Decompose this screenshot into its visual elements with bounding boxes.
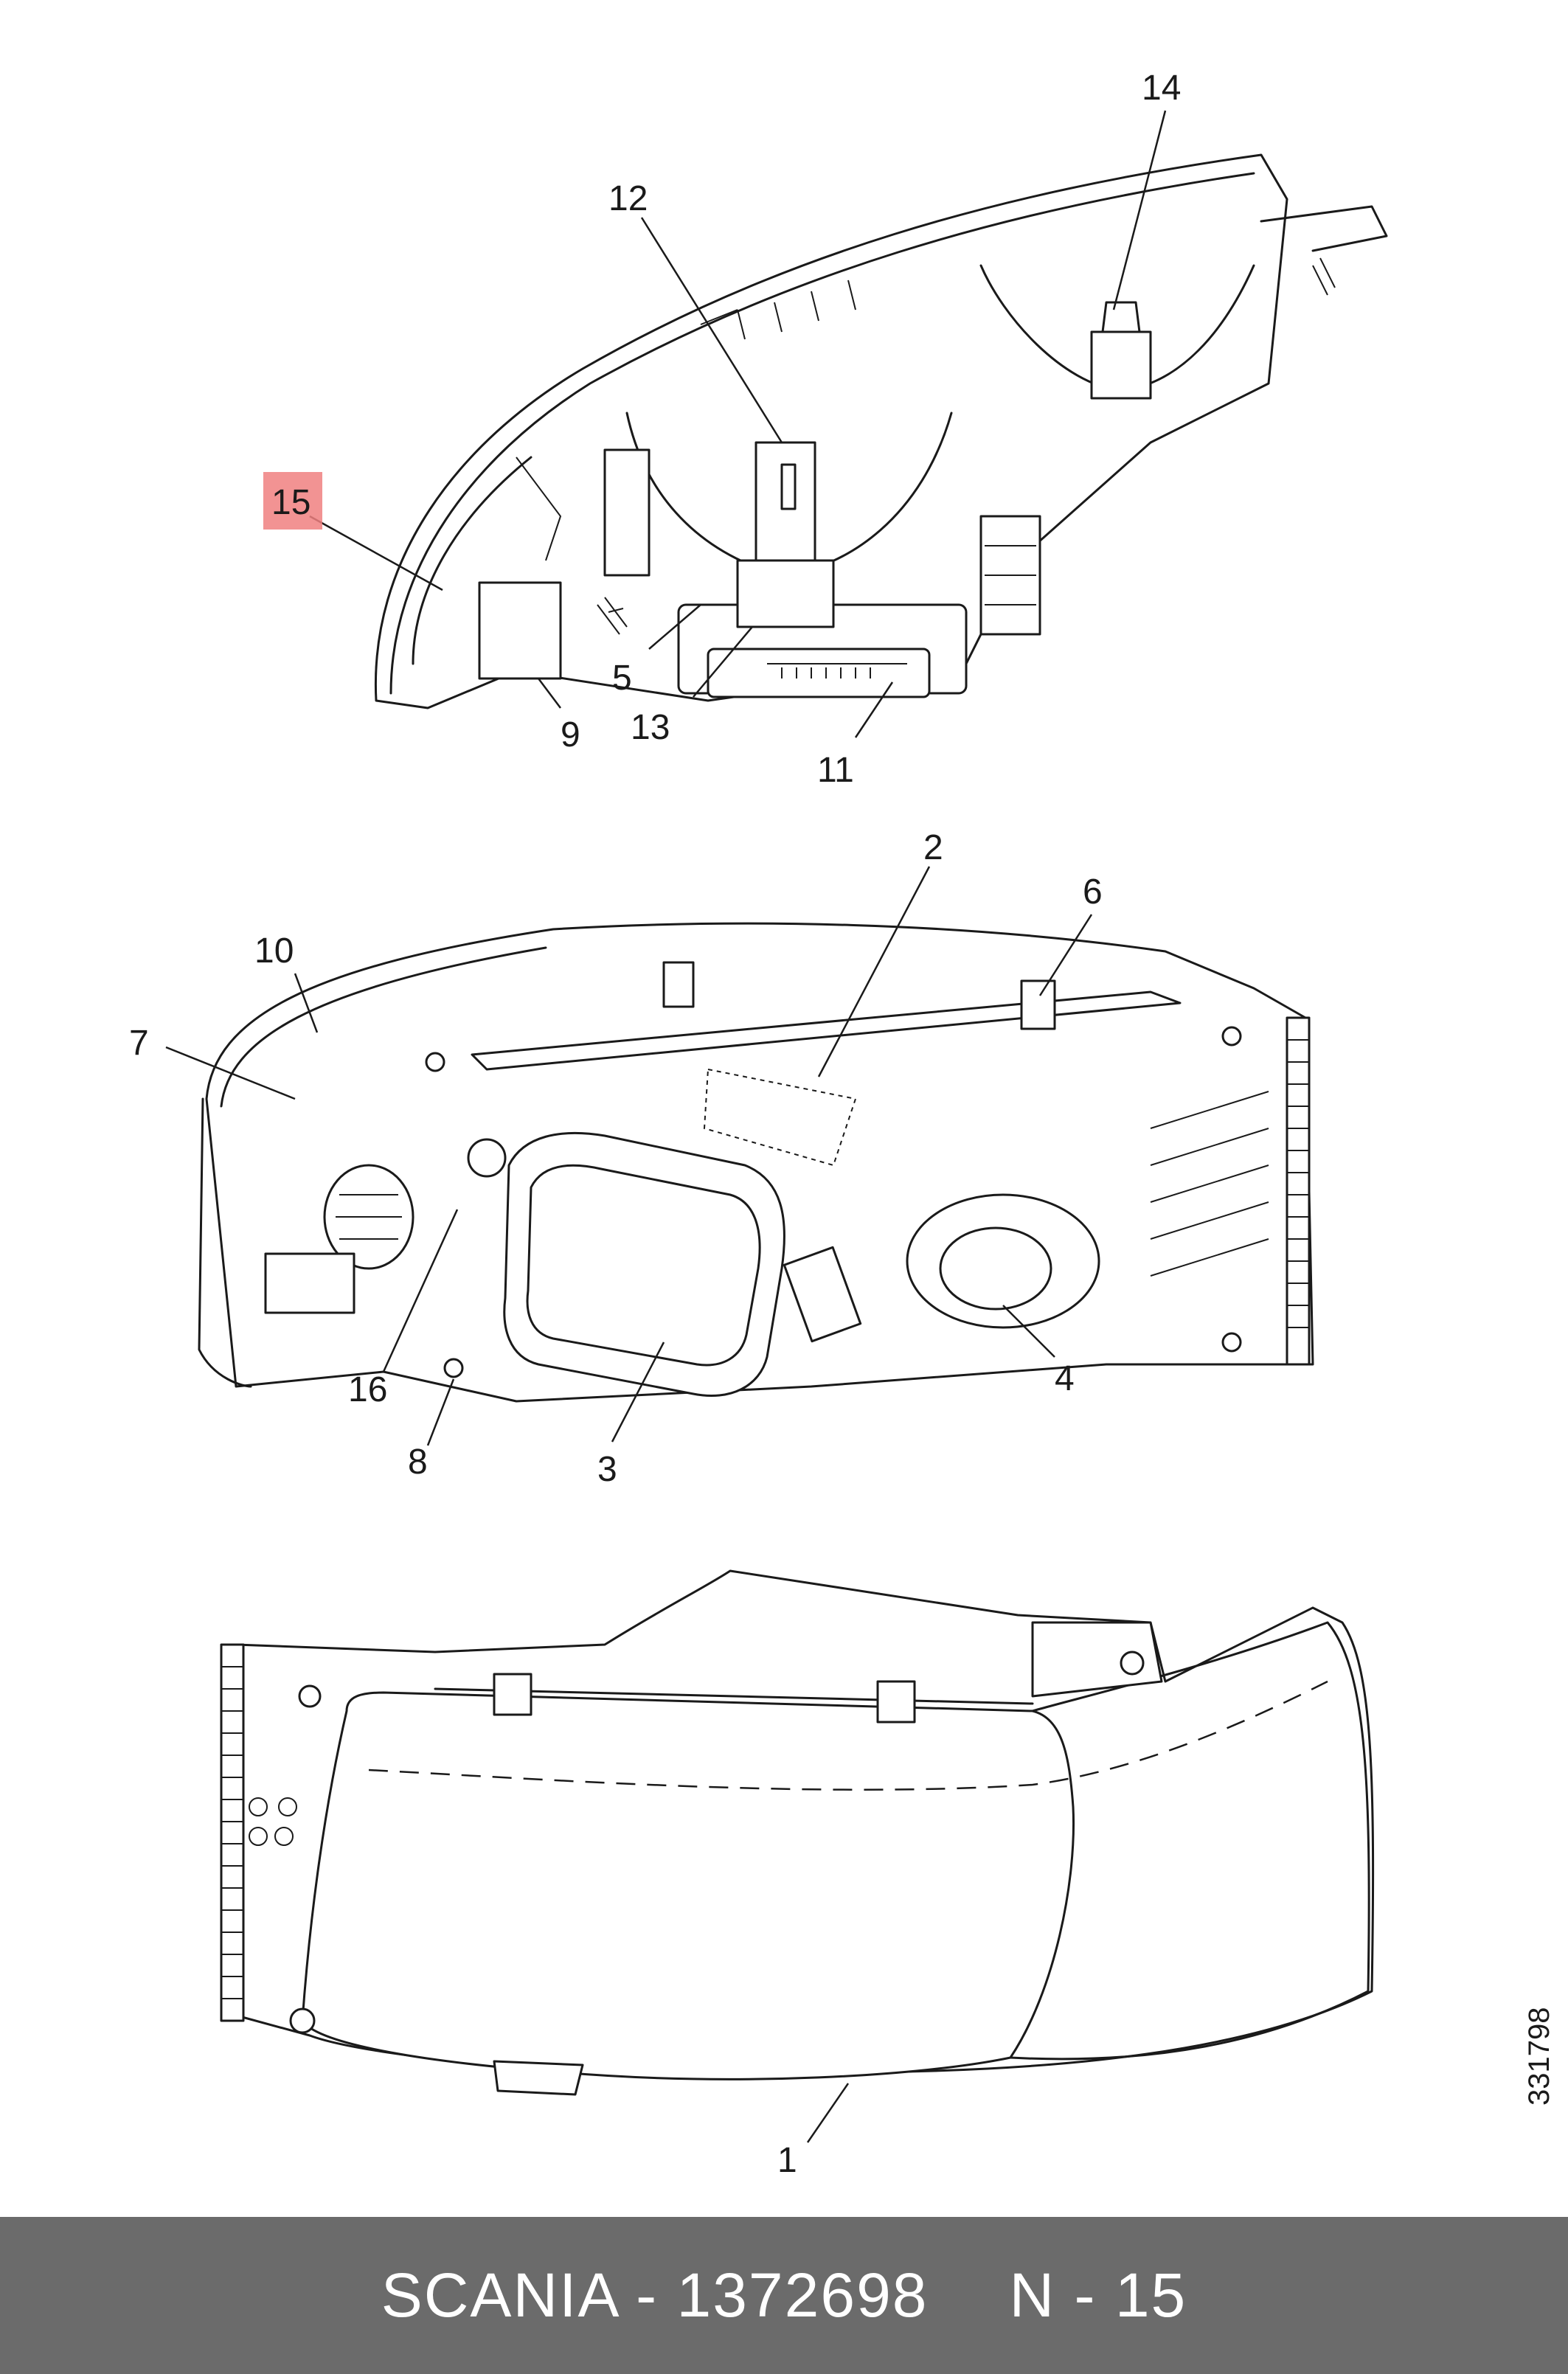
headlamp-top-view	[374, 153, 1388, 709]
callout-4: 4	[1055, 1359, 1075, 1398]
callout-2: 2	[923, 828, 943, 867]
headlamp-front-view	[220, 1569, 1375, 2096]
drawing-id: 331798	[1523, 2007, 1555, 2106]
callout-6: 6	[1083, 872, 1103, 912]
callout-16: 16	[348, 1370, 387, 1409]
callout-15: 15	[271, 483, 311, 522]
callout-13: 13	[631, 708, 670, 747]
highlighted-callout-box	[263, 472, 322, 530]
position-label: N - 15	[1009, 2260, 1187, 2330]
callout-8: 8	[408, 1443, 428, 1482]
callout-11: 11	[817, 751, 854, 790]
callout-3: 3	[597, 1450, 617, 1489]
callout-9: 9	[561, 715, 580, 754]
leader-lines	[165, 110, 1167, 2143]
callout-12: 12	[608, 179, 648, 218]
headlamp-rear-view	[198, 922, 1314, 1403]
callout-10: 10	[254, 931, 294, 971]
headlamp-exploded-diagram: 15 14 12 5 9 13 11 2 6 10 7 16 8 3 4 1 3…	[129, 69, 1555, 2180]
callout-5: 5	[612, 659, 632, 698]
callout-14: 14	[1142, 69, 1181, 108]
brand-part-number: SCANIA - 1372698	[381, 2260, 929, 2330]
part-footer-bar: SCANIA - 1372698 N - 15	[0, 2217, 1568, 2374]
callout-7: 7	[129, 1024, 149, 1063]
callout-1: 1	[777, 2141, 797, 2180]
